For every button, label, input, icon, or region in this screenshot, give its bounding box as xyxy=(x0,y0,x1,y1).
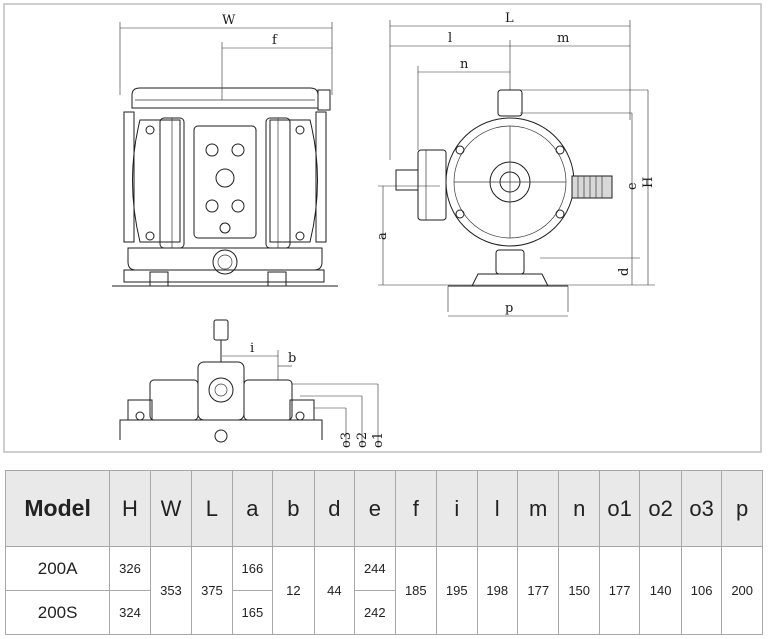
dim-label-l-total: L xyxy=(505,11,514,26)
value-w: 353 xyxy=(149,546,193,635)
dim-label-o2: o2 xyxy=(355,432,370,448)
drawing-frame xyxy=(3,3,762,453)
value-e-200s: 242 xyxy=(354,590,396,635)
header-w: W xyxy=(149,470,193,547)
header-o3: o3 xyxy=(680,470,723,547)
header-d: d xyxy=(313,470,356,547)
dim-label-i: i xyxy=(250,341,254,356)
table-header-row: Model H W L a b d e f i l m n o1 o2 o3 p xyxy=(4,470,763,547)
value-b: 12 xyxy=(272,546,315,635)
header-a: a xyxy=(231,470,274,547)
header-e: e xyxy=(354,470,396,547)
header-b: b xyxy=(272,470,315,547)
value-l: 198 xyxy=(476,546,518,635)
header-i: i xyxy=(436,470,478,547)
value-h-200s: 324 xyxy=(109,590,151,635)
value-h-200a: 326 xyxy=(109,546,151,591)
value-d: 44 xyxy=(313,546,356,635)
value-o1: 177 xyxy=(598,546,641,635)
pump-dimension-drawing: W f xyxy=(3,3,762,453)
value-l-total: 375 xyxy=(191,546,233,635)
value-m: 177 xyxy=(516,546,560,635)
dim-label-o1: o1 xyxy=(371,432,386,448)
dim-label-p: p xyxy=(505,301,513,316)
dim-label-w: W xyxy=(222,13,236,28)
dim-label-e: e xyxy=(625,182,640,190)
header-m: m xyxy=(516,470,560,547)
value-i: 195 xyxy=(436,546,478,635)
dimension-table: Model H W L a b d e f i l m n o1 o2 o3 p… xyxy=(4,470,763,635)
value-f: 185 xyxy=(394,546,438,635)
value-a-200s: 165 xyxy=(231,590,274,635)
side-view: L l m n e H d a xyxy=(375,11,656,317)
header-p: p xyxy=(721,470,763,547)
value-n: 150 xyxy=(558,546,600,635)
dim-label-d: d xyxy=(617,268,632,276)
value-a-200a: 166 xyxy=(231,546,274,591)
value-o3: 106 xyxy=(680,546,723,635)
dim-label-m: m xyxy=(557,31,569,46)
header-h: H xyxy=(109,470,151,547)
header-f: f xyxy=(394,470,438,547)
dim-label-n: n xyxy=(460,57,469,72)
dim-label-l: l xyxy=(448,31,452,46)
dim-label-o3: o3 xyxy=(339,432,354,448)
header-l-total: L xyxy=(191,470,233,547)
header-l: l xyxy=(476,470,518,547)
header-o2: o2 xyxy=(639,470,682,547)
dim-label-f: f xyxy=(272,33,278,48)
dim-label-h: H xyxy=(641,177,656,188)
value-o2: 140 xyxy=(639,546,682,635)
model-200s: 200S xyxy=(4,590,111,635)
dim-label-b: b xyxy=(288,351,296,366)
model-200a: 200A xyxy=(4,546,111,591)
table-row: 200A 326 353 375 166 12 44 244 185 195 1… xyxy=(4,546,763,635)
header-model: Model xyxy=(4,470,111,547)
value-p: 200 xyxy=(721,546,763,635)
value-e-200a: 244 xyxy=(354,546,396,591)
header-o1: o1 xyxy=(598,470,641,547)
front-view: W f xyxy=(112,13,338,287)
dim-label-a: a xyxy=(375,232,390,240)
header-n: n xyxy=(558,470,600,547)
top-view: i b o3 o2 o1 xyxy=(119,319,386,448)
table-row: 200S 324 165 242 xyxy=(4,590,763,635)
